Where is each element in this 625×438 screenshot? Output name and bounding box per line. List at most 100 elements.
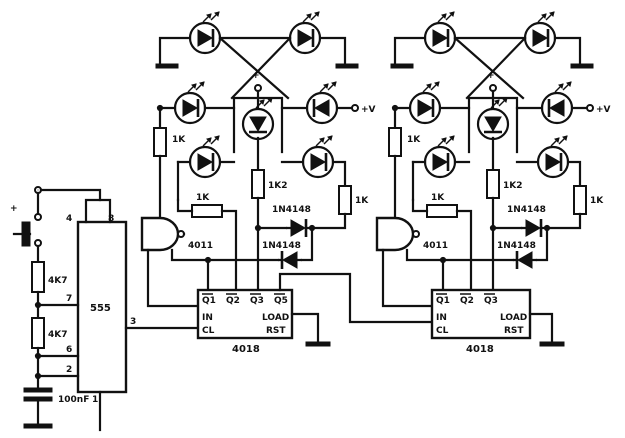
supply-wire	[36, 188, 102, 216]
capacitor-label: 100nF	[58, 395, 89, 405]
load-ground-wire-left	[290, 312, 320, 344]
led-mid-right-a	[408, 81, 442, 125]
pin2-label: 2	[66, 365, 72, 375]
diode-1n4148-right-a	[521, 219, 545, 237]
stage-right: + +V 1K 1K 1K2 1K 1N4148 1N4148	[375, 11, 611, 355]
led-low-left-a	[188, 135, 222, 179]
res1k-b-wires-right	[411, 198, 473, 292]
resistor-1k2-left	[251, 169, 265, 199]
pin6-label: 6	[66, 345, 72, 355]
gate-label-left: 4011	[188, 241, 213, 251]
plus-v-terminal-left	[351, 104, 359, 112]
junction-pin7	[34, 301, 42, 309]
load-ground-wire-right	[528, 312, 554, 344]
nand-gate-right	[375, 216, 415, 252]
led-top-right-a	[423, 11, 457, 55]
resistor-4k7-lower	[31, 317, 45, 349]
ground-timer-left	[23, 423, 53, 429]
led-low-right-b	[536, 135, 570, 179]
diode-1n4148-left-a	[286, 219, 310, 237]
top-led-wires-right	[393, 36, 582, 68]
led-center-left	[241, 97, 275, 141]
cross-wires-left	[218, 36, 292, 100]
low-led-wires	[176, 160, 347, 188]
pin7-label: 7	[66, 294, 72, 304]
ground-counter-right	[539, 341, 565, 347]
resistor-1k2-right-label: 1K2	[503, 181, 523, 191]
pin8-label: 8	[108, 214, 114, 224]
resistor-1k-left-c-label: 1K	[355, 196, 369, 206]
led-mid-left-a	[173, 81, 207, 125]
junction-pin6	[34, 352, 42, 360]
junction-right-d	[391, 104, 399, 112]
cross-wires-right	[453, 36, 527, 100]
rst-left: RST	[266, 326, 286, 336]
supply-plus-label: +	[10, 204, 18, 214]
stage-left: + +V 1K 1K 1K2 1K 1N4148	[140, 11, 434, 355]
top-led-wires	[158, 36, 347, 68]
diode-label-left-a: 1N4148	[272, 205, 311, 215]
resistor-1k-left-b	[191, 204, 223, 218]
junction-pin2	[34, 372, 42, 380]
ic-555	[76, 220, 128, 394]
q5-left: Q5	[274, 296, 288, 306]
led-top-right-b	[523, 11, 557, 55]
junction-right-b	[543, 224, 551, 232]
resistor-1k-right-c-label: 1K	[590, 196, 604, 206]
nand-gate-left	[140, 216, 180, 252]
center-plus-label: +	[252, 71, 260, 81]
q3-right: Q3	[484, 296, 498, 306]
resistor-4k7-lower-label: 4K7	[48, 330, 68, 340]
junction-left-c	[204, 256, 212, 264]
diode-label-right-b: 1N4148	[497, 241, 536, 251]
res1k-c-wires	[310, 212, 347, 230]
low-led-wires-right	[411, 160, 582, 188]
junction-left-a	[254, 224, 262, 232]
junction-right-a	[489, 224, 497, 232]
resistor-1k-right-b-label: 1K	[431, 193, 445, 203]
cascade-wire	[278, 272, 434, 324]
q1-right: Q1	[436, 296, 450, 306]
res1k-c-wires-right	[545, 212, 582, 230]
ground-top-right-b	[570, 63, 594, 69]
ic-555-label: 555	[90, 303, 111, 314]
q2-right: Q2	[460, 296, 474, 306]
resistor-1k-left-c	[338, 185, 352, 215]
counter-left-label: 4018	[232, 344, 260, 355]
led-top-left-b	[288, 11, 322, 55]
q2-left: Q2	[226, 296, 240, 306]
cl-left: CL	[202, 326, 215, 336]
ground-top-left-a	[155, 63, 179, 69]
res1k-b-wires	[176, 198, 238, 292]
cl-right: CL	[436, 326, 449, 336]
resistor-4k7-upper-label: 4K7	[48, 276, 68, 286]
resistor-1k-right-c	[573, 185, 587, 215]
resistor-1k-right-b	[426, 204, 458, 218]
gate-output-wires-right	[381, 248, 445, 308]
resistor-4k7-upper	[31, 261, 45, 293]
gate-label-right: 4011	[423, 241, 448, 251]
diode-1n4148-left-b	[278, 251, 302, 269]
led-mid-right-b	[540, 81, 574, 125]
center-box-wires-right	[467, 96, 519, 172]
load-right: LOAD	[500, 313, 527, 323]
pin4-label: 4	[66, 214, 72, 224]
center-box-wires	[232, 96, 284, 172]
plus-v-terminal-right	[586, 104, 594, 112]
in-left: IN	[202, 313, 213, 323]
led-low-right-a	[423, 135, 457, 179]
timer-section: + 4K7 4K7 100nF 555 4 8 7 6 2 1	[10, 186, 200, 432]
ground-top-left-b	[335, 63, 359, 69]
junction-left-d	[156, 104, 164, 112]
diode-b-wire	[206, 226, 314, 262]
in-right: IN	[436, 313, 447, 323]
switch-bar	[21, 221, 31, 247]
rst-right: RST	[504, 326, 524, 336]
capacitor-plate-top	[23, 387, 53, 393]
counter-right-label: 4018	[466, 344, 494, 355]
pin3-label: 3	[130, 317, 136, 327]
load-left: LOAD	[262, 313, 289, 323]
resistor-1k-left-b-label: 1K	[196, 193, 210, 203]
